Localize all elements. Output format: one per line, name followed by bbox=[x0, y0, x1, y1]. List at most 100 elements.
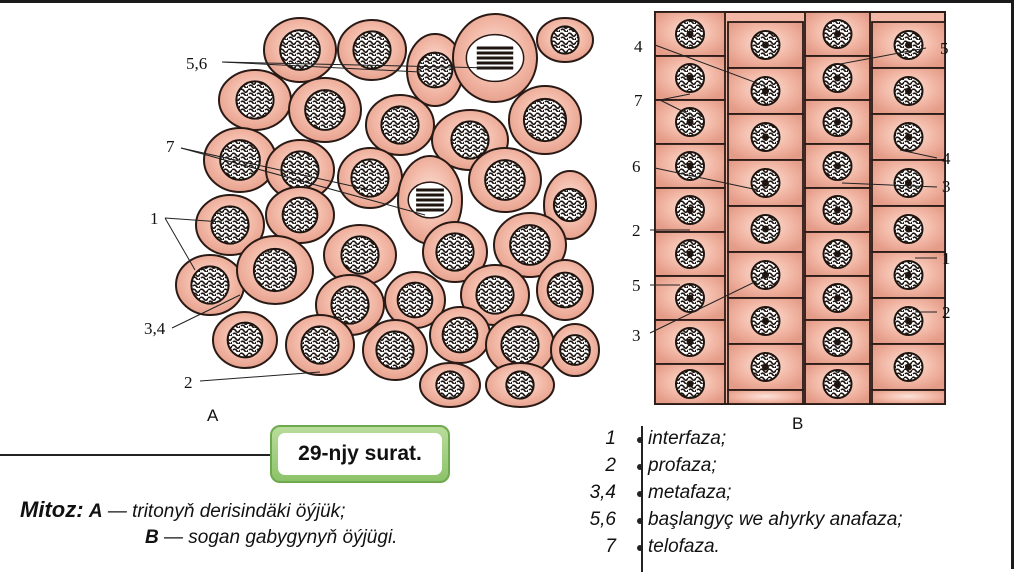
nucleolus bbox=[905, 318, 912, 325]
nucleolus bbox=[687, 75, 694, 82]
legend-row: 3,4metafaza; bbox=[560, 482, 1000, 506]
legend-bullet bbox=[637, 518, 643, 524]
nucleus bbox=[301, 326, 338, 363]
nucleolus bbox=[834, 251, 841, 258]
legend-bullet bbox=[637, 437, 643, 443]
panel-b-cells bbox=[655, 12, 945, 404]
legend-number: 1 bbox=[536, 428, 616, 450]
nucleus bbox=[501, 326, 538, 363]
cell bbox=[872, 390, 945, 404]
label-b-5-left: 5 bbox=[632, 277, 641, 294]
nucleus bbox=[485, 160, 525, 200]
nucleolus bbox=[762, 180, 769, 187]
caption-title: Mitoz: bbox=[20, 497, 84, 522]
nucleus bbox=[228, 323, 263, 358]
nucleus bbox=[254, 249, 296, 291]
legend-number: 2 bbox=[536, 455, 616, 477]
nucleus bbox=[283, 198, 318, 233]
legend-bullet bbox=[637, 491, 643, 497]
nucleolus bbox=[834, 75, 841, 82]
nucleolus bbox=[905, 42, 912, 49]
nucleolus bbox=[834, 31, 841, 38]
legend-number: 7 bbox=[536, 536, 616, 558]
nucleus bbox=[476, 276, 513, 313]
label-a-7: 7 bbox=[166, 138, 175, 155]
caption-a-key: A bbox=[89, 501, 103, 522]
nucleus bbox=[524, 99, 566, 141]
nucleolus bbox=[905, 272, 912, 279]
nucleolus bbox=[834, 381, 841, 388]
label-a-1: 1 bbox=[150, 210, 159, 227]
nucleolus bbox=[834, 119, 841, 126]
legend-row: 2profaza; bbox=[560, 455, 1000, 479]
nucleolus bbox=[762, 42, 769, 49]
nucleus bbox=[560, 335, 590, 365]
nucleus bbox=[281, 151, 318, 188]
nucleus bbox=[451, 121, 488, 158]
nucleus bbox=[351, 159, 388, 196]
nucleolus bbox=[834, 163, 841, 170]
legend-row: 5,6başlangyç we ahyrky anafaza; bbox=[560, 509, 1000, 533]
legend-row: 7telofaza. bbox=[560, 536, 1000, 560]
nucleus bbox=[436, 371, 463, 398]
nucleus bbox=[211, 206, 248, 243]
label-b-4-right: 4 bbox=[942, 150, 951, 167]
label-b-4-top: 4 bbox=[634, 38, 643, 55]
nucleus bbox=[353, 31, 390, 68]
legend-text: profaza; bbox=[648, 455, 717, 477]
nucleus bbox=[548, 273, 583, 308]
nucleolus bbox=[905, 134, 912, 141]
legend-text: telofaza. bbox=[648, 536, 720, 558]
nucleolus bbox=[687, 339, 694, 346]
label-b-5-top: 5 bbox=[940, 40, 949, 57]
nucleolus bbox=[687, 163, 694, 170]
label-a-3-4: 3,4 bbox=[144, 320, 165, 337]
label-a-5-6: 5,6 bbox=[186, 55, 207, 72]
legend-number: 5,6 bbox=[536, 509, 616, 531]
nucleolus bbox=[762, 318, 769, 325]
label-b-2-left: 2 bbox=[632, 222, 641, 239]
nucleus bbox=[554, 189, 586, 221]
caption-b-text: — sogan gabygynyň öýjügi. bbox=[164, 527, 397, 548]
legend-bullet bbox=[637, 464, 643, 470]
nucleolus bbox=[687, 31, 694, 38]
nucleolus bbox=[687, 251, 694, 258]
figure-number-badge: 29-njy surat. bbox=[270, 425, 450, 483]
nucleolus bbox=[905, 88, 912, 95]
nucleolus bbox=[834, 207, 841, 214]
figure-number: 29-njy surat. bbox=[278, 433, 442, 475]
nucleolus bbox=[905, 226, 912, 233]
label-b-1: 1 bbox=[942, 250, 951, 267]
panel-a-cells bbox=[160, 12, 599, 407]
cell bbox=[728, 390, 803, 404]
caption-divider bbox=[0, 454, 272, 456]
legend-row: 1interfaza; bbox=[560, 428, 1000, 452]
nucleolus bbox=[687, 295, 694, 302]
panel-a-letter: A bbox=[207, 406, 218, 426]
nucleolus bbox=[687, 381, 694, 388]
legend-number: 3,4 bbox=[536, 482, 616, 504]
legend-text: metafaza; bbox=[648, 482, 731, 504]
nucleus bbox=[341, 236, 378, 273]
caption-line-b: B — sogan gabygynyň öýjügi. bbox=[145, 527, 397, 549]
nucleus bbox=[436, 233, 473, 270]
nucleus bbox=[506, 371, 533, 398]
label-a-2: 2 bbox=[184, 374, 193, 391]
nucleolus bbox=[762, 134, 769, 141]
nucleolus bbox=[762, 88, 769, 95]
nucleus bbox=[443, 318, 478, 353]
nucleolus bbox=[905, 364, 912, 371]
nucleolus bbox=[687, 119, 694, 126]
legend-text: başlangyç we ahyrky anafaza; bbox=[648, 509, 903, 531]
nucleus bbox=[510, 225, 550, 265]
nucleus bbox=[376, 331, 413, 368]
caption-a-text: — tritonyň derisindäki öýjük; bbox=[108, 501, 346, 522]
nucleolus bbox=[762, 226, 769, 233]
nucleus bbox=[398, 283, 433, 318]
label-b-3-right: 3 bbox=[942, 178, 951, 195]
nucleus bbox=[551, 26, 578, 53]
nucleolus bbox=[762, 364, 769, 371]
label-b-3-left: 3 bbox=[632, 327, 641, 344]
nucleus bbox=[381, 106, 418, 143]
nucleus bbox=[305, 90, 345, 130]
